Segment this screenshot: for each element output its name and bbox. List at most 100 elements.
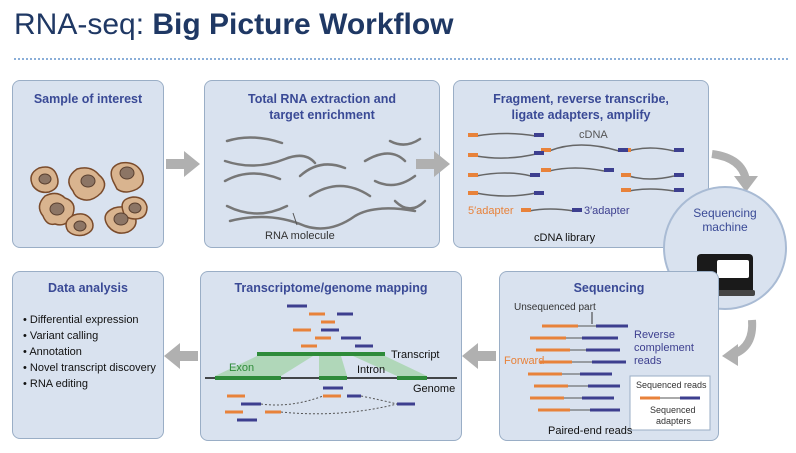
nucleus-group (38, 166, 142, 232)
extraction-panel: Total RNA extraction and target enrichme… (204, 80, 440, 248)
mapped-reads-top (287, 304, 373, 348)
adapter5-group (468, 133, 631, 212)
read-pairs (528, 324, 628, 412)
analysis-item: • Differential expression (23, 314, 139, 326)
rna-strand (225, 136, 284, 145)
mapping-title: Transcriptome/genome mapping (234, 281, 428, 295)
library-panel: Fragment, reverse transcribe, ligate ada… (453, 80, 709, 248)
title-divider (14, 58, 788, 60)
nucleus (38, 173, 52, 185)
legend-box (629, 375, 711, 431)
cdna-library-label: cDNA library (534, 232, 596, 244)
rna-strand (393, 199, 427, 210)
library-title-line1: Fragment, reverse transcribe, (493, 92, 669, 106)
sequenced-adapters-label-line1: Sequenced (650, 405, 696, 415)
adapter-3 (604, 168, 614, 172)
adapter-3 (530, 173, 540, 177)
nucleus (80, 174, 96, 188)
sample-title: Sample of interest (33, 92, 143, 106)
cells-illustration (30, 161, 148, 237)
nucleus (49, 202, 65, 216)
cdna-fragment (475, 153, 537, 159)
analysis-item: • Annotation (23, 346, 82, 358)
rna-strand (228, 207, 417, 230)
machine-label-line1: Sequencing (693, 206, 757, 220)
analysis-title: Data analysis (48, 281, 128, 295)
adapter-3 (618, 148, 628, 152)
cdna-fragment (628, 188, 675, 192)
rna-strand (363, 152, 407, 163)
adapter3-group (530, 133, 684, 212)
page-title: RNA-seq: Big Picture Workflow (14, 8, 454, 41)
extraction-title-line2: target enrichment (269, 108, 375, 122)
arrow-head (734, 176, 758, 192)
adapter3-label: 3′adapter (584, 205, 630, 217)
sequenced-reads-label: Sequenced reads (636, 380, 707, 390)
analysis-item: • Novel transcript discovery (23, 362, 156, 374)
mapping-illustration: Transcript Exon Intron Genome (205, 304, 457, 422)
cdna-fragment (528, 208, 575, 212)
forward-label: Forward (504, 355, 544, 367)
cdna-fragment (475, 192, 537, 197)
rna-strand (223, 154, 317, 167)
adapter-5 (468, 153, 478, 157)
paired-end-reads-label: Paired-end reads (548, 425, 633, 437)
arrow-head (722, 344, 738, 366)
arrow-sequencing-to-mapping (462, 343, 496, 369)
arrow-mapping-to-analysis (164, 343, 198, 369)
library-title-line2: ligate adapters, amplify (511, 108, 651, 122)
rna-molecules: RNA molecule (223, 136, 427, 242)
exon-projection-3 (353, 356, 427, 376)
adapter-3 (674, 188, 684, 192)
sequenced-adapters-label-line2: adapters (656, 416, 692, 426)
rna-label-pointer (292, 212, 298, 226)
cdna-fragment (548, 167, 605, 172)
cdna-fragment (475, 132, 537, 137)
nucleus (73, 220, 87, 232)
cdna-fragment (628, 175, 675, 180)
adapter-5 (621, 173, 631, 177)
analysis-list: • Differential expression • Variant call… (23, 312, 156, 392)
rna-strand (223, 172, 282, 183)
rna-strand (308, 184, 372, 198)
cdna-fragment (548, 144, 620, 152)
rna-molecule-label: RNA molecule (265, 230, 335, 242)
insert-connectors (562, 325, 596, 411)
rna-strand (298, 163, 347, 178)
rna-strand (388, 137, 422, 146)
adapter-3 (572, 208, 582, 212)
rna-strand-group (223, 136, 427, 230)
sequencing-title: Sequencing (573, 281, 645, 295)
exon-projection-1 (215, 356, 313, 376)
analysis-panel: Data analysis • Differential expression … (12, 271, 164, 439)
cdna-fragment (475, 172, 532, 177)
exon-label: Exon (229, 362, 254, 374)
nucleus (113, 212, 129, 226)
adapter-3 (674, 173, 684, 177)
analysis-item: • RNA editing (23, 378, 89, 390)
transcript-label: Transcript (391, 349, 440, 361)
cdna-fragment (628, 147, 675, 152)
cdna-fragments: cDNA 5′adapter 3′adapter cDNA library (468, 129, 684, 244)
adapter-5 (468, 173, 478, 177)
spliced-read-links (260, 395, 398, 415)
machine-label-line2: machine (702, 220, 748, 234)
arrow-sample-to-extraction (166, 151, 200, 177)
adapter-3 (534, 151, 544, 155)
reverse-label-line2: complement (634, 342, 694, 354)
adapter-5 (468, 191, 478, 195)
rna-strand (373, 174, 417, 187)
reverse-label-line3: reads (634, 355, 662, 367)
sequencing-panel: Sequencing Unsequenced part Reverse comp… (499, 271, 719, 441)
adapter-3 (674, 148, 684, 152)
exon-projection-2 (319, 356, 347, 376)
mapped-reads-bottom (225, 386, 415, 422)
adapter-3 (534, 133, 544, 137)
sample-panel: Sample of interest (12, 80, 164, 248)
intron-label: Intron (357, 364, 385, 376)
nucleus (119, 166, 135, 180)
arrow-machine-to-sequencing (722, 319, 757, 366)
extraction-title-line1: Total RNA extraction and (248, 92, 396, 106)
genome-label: Genome (413, 383, 455, 395)
adapter-5 (521, 208, 531, 212)
